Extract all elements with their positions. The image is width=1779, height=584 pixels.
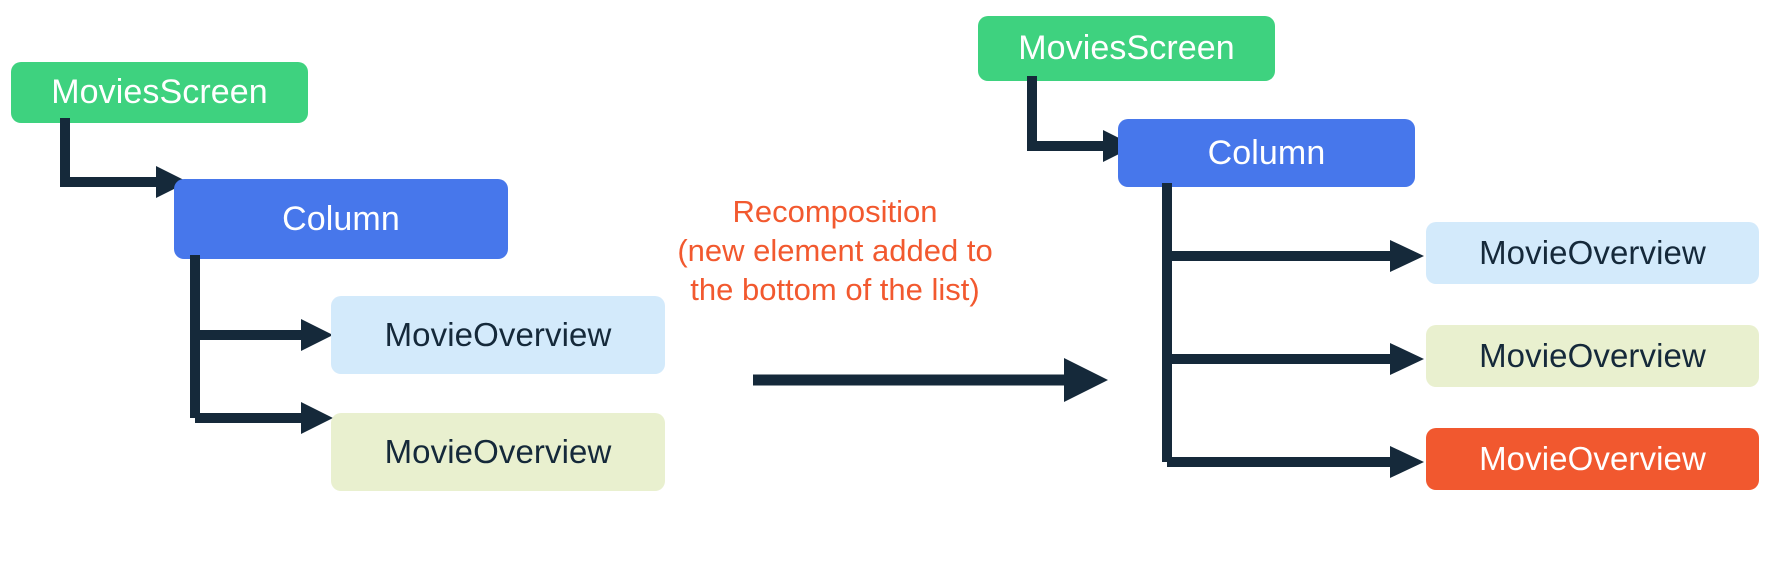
recomposition-annotation: Recomposition (new element added to the … [640, 192, 1030, 309]
annotation-line-2: (new element added to [677, 233, 993, 269]
right-node-column-label: Column [1207, 133, 1326, 172]
left-node-moviesscreen-label: MoviesScreen [51, 73, 268, 111]
annotation-line-3: the bottom of the list) [690, 272, 980, 308]
left-node-movieoverview-1-label: MovieOverview [384, 316, 612, 353]
left-node-column-label: Column [282, 199, 400, 238]
left-node-movieoverview-2: MovieOverview [331, 413, 665, 491]
right-node-column: Column [1118, 119, 1415, 187]
left-node-column: Column [174, 179, 508, 259]
right-node-movieoverview-2: MovieOverview [1426, 325, 1759, 387]
left-node-movieoverview-1: MovieOverview [331, 296, 665, 374]
right-node-moviesscreen-label: MoviesScreen [1018, 29, 1235, 67]
left-connector-column-to-children [190, 255, 340, 455]
right-node-movieoverview-3-label: MovieOverview [1479, 440, 1706, 477]
left-node-movieoverview-2-label: MovieOverview [384, 433, 612, 470]
recomposition-arrow-icon [650, 352, 1120, 408]
left-node-moviesscreen: MoviesScreen [11, 62, 308, 123]
left-connector-screen-to-column [60, 118, 190, 198]
right-node-movieoverview-3: MovieOverview [1426, 428, 1759, 490]
right-node-movieoverview-1-label: MovieOverview [1479, 234, 1706, 271]
right-node-movieoverview-2-label: MovieOverview [1479, 337, 1706, 374]
right-connector-column-to-children [1162, 183, 1442, 483]
right-node-movieoverview-1: MovieOverview [1426, 222, 1759, 284]
annotation-line-1: Recomposition [732, 194, 938, 229]
right-node-moviesscreen: MoviesScreen [978, 16, 1275, 81]
